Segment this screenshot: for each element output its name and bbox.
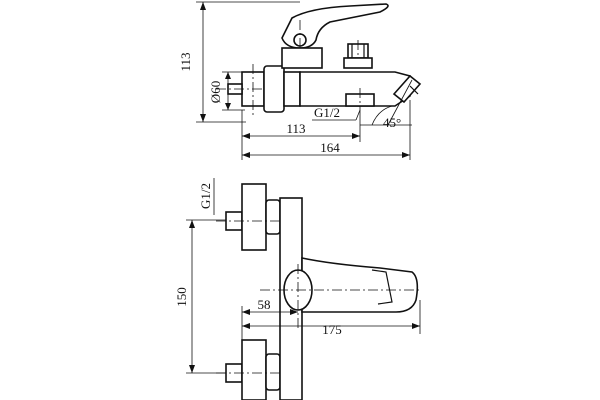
angle-label: 45°	[383, 115, 401, 130]
dimension-spacing-150: 150	[174, 219, 240, 374]
dimension-total-164: 164	[242, 100, 411, 160]
height-label: 113	[178, 52, 193, 71]
thread-callout-front: G1/2	[198, 178, 215, 215]
diverter-knob	[343, 40, 373, 70]
dimension-offset-58: 58	[241, 297, 298, 340]
thread-callout-top: G1/2	[312, 105, 361, 121]
diameter-label: Ø60	[208, 81, 223, 103]
depth-label: 175	[322, 322, 342, 337]
spout-length-label: 113	[286, 121, 305, 136]
handle-lever-top	[281, 3, 389, 60]
spout-top	[299, 71, 422, 112]
mixer-body-front	[260, 197, 422, 400]
thread-label-front: G1/2	[198, 183, 213, 209]
spacing-label: 150	[174, 287, 189, 307]
top-view: 113 Ø60	[178, 1, 422, 160]
thread-label-top: G1/2	[314, 105, 340, 120]
upper-connector	[216, 183, 290, 251]
cartridge-cap	[281, 47, 323, 69]
front-view: G1/2 150	[174, 178, 422, 400]
lower-connector	[216, 339, 290, 400]
dimension-angle-45: 45°	[360, 79, 413, 130]
dimension-diameter: Ø60	[208, 71, 245, 111]
dimension-height-113: 113	[178, 1, 300, 123]
offset-label: 58	[258, 297, 271, 312]
mixer-body-top	[216, 64, 301, 118]
dimension-spout-113: 113	[241, 110, 361, 160]
total-length-label: 164	[320, 140, 340, 155]
dimension-depth-175: 175	[242, 300, 421, 337]
